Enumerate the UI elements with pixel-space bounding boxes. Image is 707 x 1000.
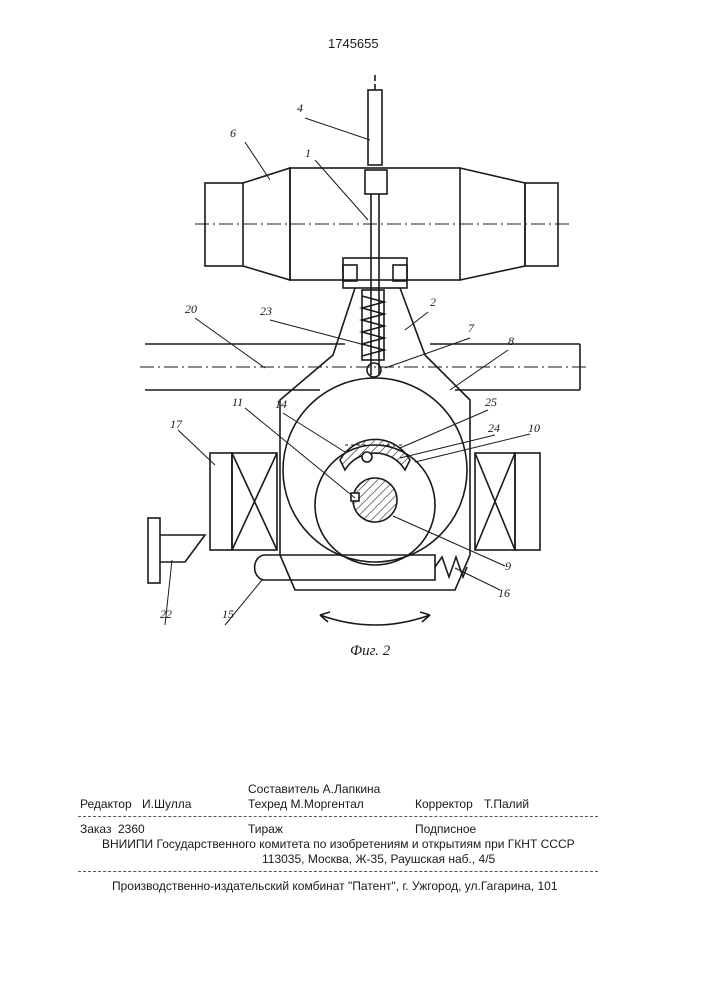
callout-20: 20 <box>185 302 197 316</box>
divider <box>78 816 598 817</box>
callout-4: 4 <box>297 101 303 115</box>
callout-24: 24 <box>488 421 500 435</box>
callout-15: 15 <box>222 607 234 621</box>
corrector-label: Корректор <box>415 797 473 811</box>
editor-name: И.Шулла <box>142 797 191 811</box>
order-label: Заказ <box>80 822 111 836</box>
callout-16: 16 <box>498 586 510 600</box>
callout-23: 23 <box>260 304 272 318</box>
technical-drawing: 4 1 6 20 23 2 7 8 11 14 25 24 10 17 9 16… <box>0 0 707 700</box>
bracket <box>280 258 470 590</box>
callout-11: 11 <box>232 395 243 409</box>
rotation-arrow <box>320 615 430 625</box>
callout-1: 1 <box>305 146 311 160</box>
callout-10: 10 <box>528 421 540 435</box>
callout-17: 17 <box>170 417 183 431</box>
figure-caption: Фиг. 2 <box>350 643 391 659</box>
callout-22: 22 <box>160 607 172 621</box>
callout-6: 6 <box>230 126 236 140</box>
pin <box>255 555 467 580</box>
support-right <box>475 453 540 550</box>
circulation: Тираж <box>248 822 283 836</box>
stop-22 <box>148 518 205 583</box>
subscription: Подписное <box>415 822 476 836</box>
callout-2: 2 <box>430 295 436 309</box>
callout-8: 8 <box>508 334 514 348</box>
divider <box>78 871 598 872</box>
publisher: Производственно-издательский комбинат "П… <box>112 879 558 893</box>
corrector-name: Т.Палий <box>484 797 529 811</box>
shaft <box>140 344 590 390</box>
editor-label: Редактор <box>80 797 132 811</box>
institute: ВНИИПИ Государственного комитета по изоб… <box>102 837 575 851</box>
techred: Техред М.Моргентал <box>248 797 364 811</box>
roller <box>195 168 570 280</box>
address: 113035, Москва, Ж-35, Раушская наб., 4/5 <box>262 852 495 866</box>
support-left <box>210 453 277 550</box>
callout-7: 7 <box>468 321 475 335</box>
callout-14: 14 <box>275 397 287 411</box>
callout-25: 25 <box>485 395 497 409</box>
order-value: 2360 <box>118 822 145 836</box>
spring <box>362 290 384 377</box>
callout-9: 9 <box>505 559 511 573</box>
compiler: Составитель А.Лапкина <box>248 782 380 796</box>
